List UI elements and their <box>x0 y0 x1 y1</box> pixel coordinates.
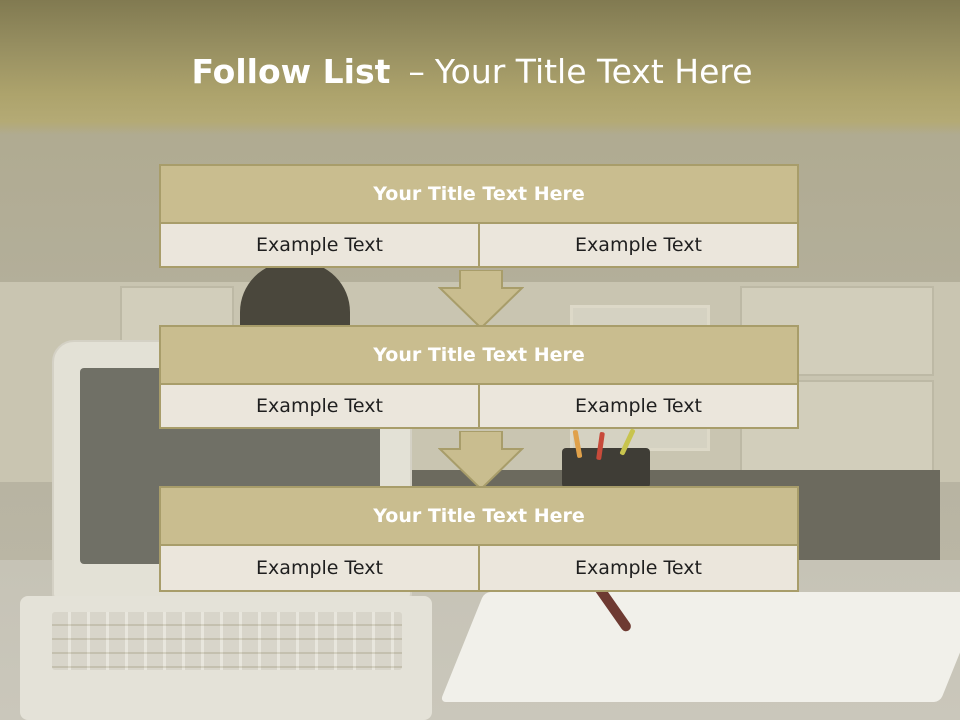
step-title: Your Title Text Here <box>161 166 797 222</box>
down-arrow-icon <box>438 431 524 491</box>
step-cell: Example Text <box>161 224 478 266</box>
slide-title-bold: Follow List <box>191 52 391 91</box>
background-laptop-keyboard <box>52 612 402 670</box>
step-cell: Example Text <box>480 224 797 266</box>
slide-title-dash: – <box>408 52 425 91</box>
follow-list-step: Your Title Text Here Example Text Exampl… <box>159 486 799 592</box>
background-notebook <box>440 592 960 702</box>
step-cell: Example Text <box>161 385 478 427</box>
step-title: Your Title Text Here <box>161 488 797 544</box>
follow-list-step: Your Title Text Here Example Text Exampl… <box>159 164 799 268</box>
slide-title-text: Your Title Text Here <box>434 52 753 91</box>
step-row: Example Text Example Text <box>161 224 797 266</box>
step-title: Your Title Text Here <box>161 327 797 383</box>
slide-title: Follow List–Your Title Text Here <box>0 52 944 91</box>
header-band <box>0 0 960 135</box>
step-row: Example Text Example Text <box>161 546 797 590</box>
follow-list-step: Your Title Text Here Example Text Exampl… <box>159 325 799 429</box>
background-pen-cup <box>562 448 650 488</box>
step-row: Example Text Example Text <box>161 385 797 427</box>
step-cell: Example Text <box>480 546 797 590</box>
step-cell: Example Text <box>480 385 797 427</box>
step-cell: Example Text <box>161 546 478 590</box>
down-arrow-icon <box>438 270 524 330</box>
